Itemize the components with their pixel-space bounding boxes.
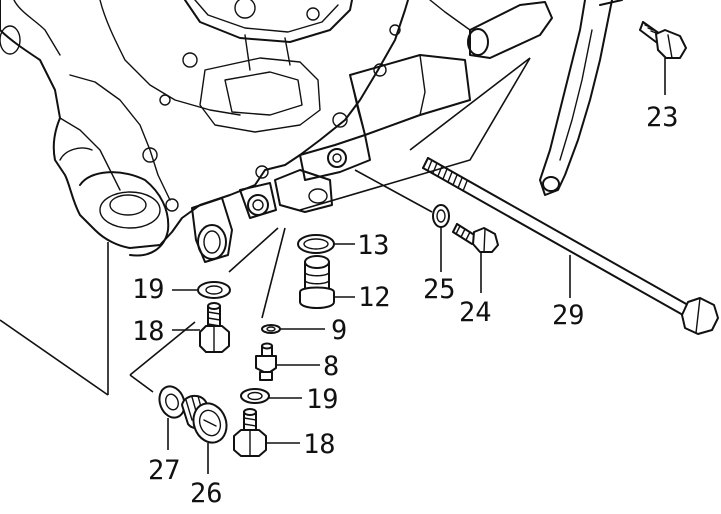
label-23: 23: [646, 102, 679, 133]
bracket-stay: [539, 0, 623, 196]
label-19-lower: 19: [306, 384, 339, 415]
label-13: 13: [357, 230, 390, 261]
label-12: 12: [358, 282, 391, 313]
part-27-plug-gasket: [158, 385, 186, 450]
part-19-lower-gasket: [240, 388, 302, 404]
crankcase-housing: [0, 0, 553, 263]
part-9-small-o-ring: [261, 324, 325, 334]
part-12-plug: [299, 255, 355, 309]
label-24: 24: [459, 297, 492, 328]
part-13-o-ring: [297, 234, 355, 254]
label-29: 29: [552, 300, 585, 331]
callout-labels: 23 13 12 25 24 29 19 18 9 8 19 27 18 26: [132, 102, 679, 509]
part-29-stud-bolt: [422, 157, 719, 335]
label-8: 8: [323, 351, 339, 382]
label-27: 27: [148, 455, 181, 486]
part-25-washer: [354, 169, 450, 272]
label-18-upper: 18: [132, 316, 165, 347]
part-24-bolt: [452, 223, 499, 293]
label-25: 25: [423, 274, 456, 305]
label-18-lower: 18: [303, 429, 336, 460]
label-9: 9: [331, 315, 347, 346]
part-8-jet: [255, 342, 320, 381]
section-boundaries: [0, 57, 531, 396]
part-19-upper-gasket: [172, 281, 231, 299]
label-26: 26: [190, 478, 223, 509]
label-19-upper: 19: [132, 274, 165, 305]
part-18-lower-bolt: [233, 408, 300, 457]
part-23-bolt: [639, 21, 687, 95]
part-18-upper-bolt: [172, 302, 230, 353]
part-26-filler-plug: [181, 394, 228, 474]
